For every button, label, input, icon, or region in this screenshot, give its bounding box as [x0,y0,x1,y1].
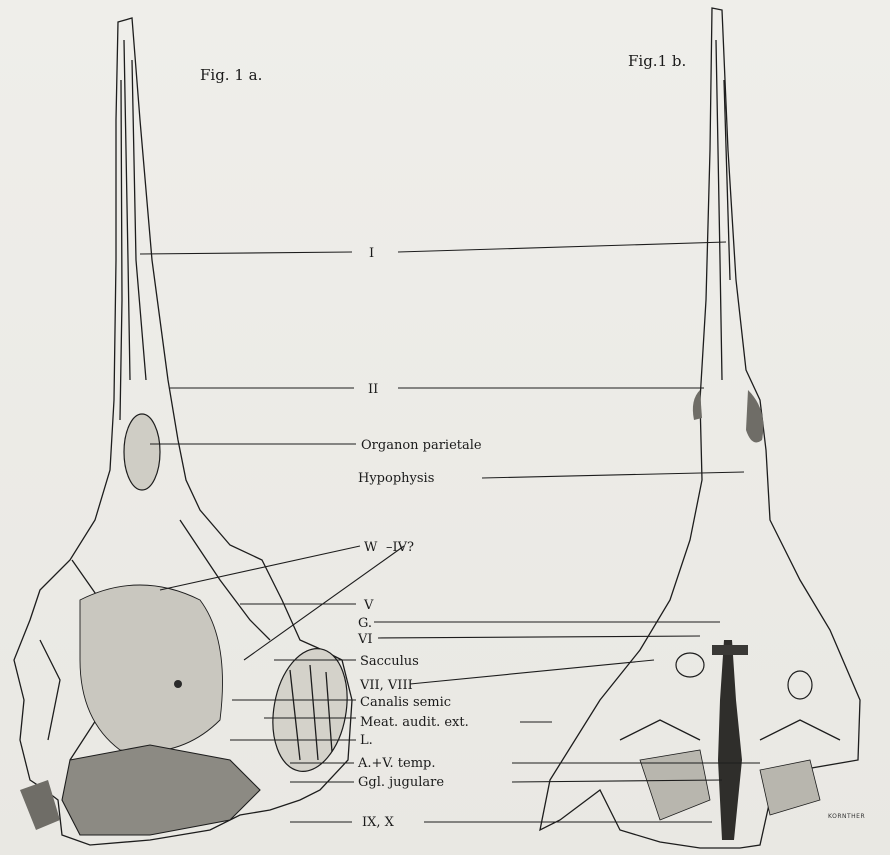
figure-label-right: Fig.1 b. [628,52,686,70]
label-canalis-semic: Canalis semic [360,695,451,710]
leader-lines [140,242,760,822]
label-avtemp: A.+V. temp. [357,756,436,771]
label-hypophysis: Hypophysis [358,471,434,486]
label-nerve-ix-x: IX, X [362,815,395,830]
specimen-left [14,18,356,845]
label-iv: –IV? [386,540,414,555]
label-L: L. [360,733,373,748]
label-nerve-VI: VI [357,632,373,647]
label-nerve-II: II [368,382,378,397]
label-sacculus: Sacculus [360,654,419,669]
specimen-right [540,8,860,848]
label-nerve-vii-viii: VII, VIII [359,678,413,693]
label-meatus: Meat. audit. ext. [360,715,469,730]
label-organon-parietale: Organon parietale [361,438,482,453]
label-nerve-I: I [369,246,374,261]
figure-label-left: Fig. 1 a. [200,66,262,84]
label-ggl-jugulare: Ggl. jugulare [358,775,444,790]
label-G: G. [358,616,372,631]
organon-oval [124,414,160,490]
artist-signature: KORNTHER [828,813,865,820]
label-nerve-V: V [363,598,374,613]
label-w: W [364,540,378,555]
